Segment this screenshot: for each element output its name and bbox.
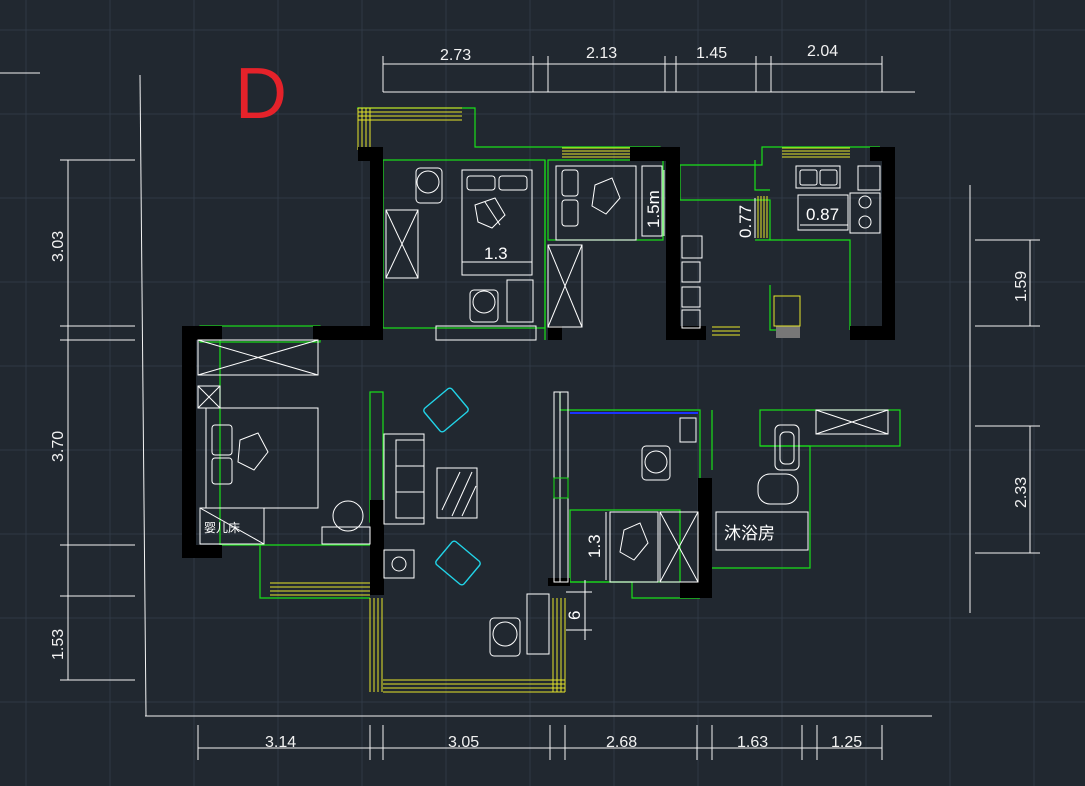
- dim-left-3: 1.53: [50, 629, 67, 660]
- plan-title: D: [235, 54, 287, 134]
- bed-bottom-right: [553, 391, 699, 583]
- dim-bottom-2: 3.05: [448, 734, 479, 751]
- kitchen-fixtures: [681, 165, 881, 329]
- dim-bottom-4: 1.63: [737, 734, 768, 751]
- dim-right-2: 2.33: [1013, 477, 1030, 508]
- counter-b-label: 0.87: [806, 205, 839, 224]
- step-label: 6: [565, 611, 584, 620]
- dimension-lines: [0, 56, 1040, 760]
- dim-bottom-3: 2.68: [606, 734, 637, 751]
- dim-top-3: 1.45: [696, 45, 727, 62]
- interior-dimensions: 1.3 1.5m 0.77 0.87 1.3 6: [463, 170, 848, 640]
- crib-label: 婴儿床: [204, 521, 240, 535]
- dim-top-1: 2.73: [440, 47, 471, 64]
- dim-bottom-5: 1.25: [831, 734, 862, 751]
- living-room: [383, 387, 550, 657]
- dimension-labels: 2.73 2.13 1.45 2.04 3.14 3.05 2.68 1.63 …: [50, 43, 1030, 751]
- dim-top-2: 2.13: [586, 45, 617, 62]
- outline-lines: [199, 107, 901, 599]
- wardrobe-top-left: [385, 209, 419, 279]
- counter-a-label: 0.77: [736, 205, 755, 238]
- windows: [270, 107, 850, 693]
- dim-left-2: 3.70: [50, 431, 67, 462]
- bathroom-label: 沐浴房: [724, 524, 775, 543]
- dim-left-1: 3.03: [50, 231, 67, 262]
- master-bed: 婴儿床: [197, 339, 371, 545]
- bathroom: 沐浴房: [715, 409, 889, 551]
- bed-top-middle: [547, 165, 663, 328]
- walls: [182, 147, 895, 598]
- bed-small-label: 1.3: [585, 534, 604, 558]
- bed-width-label: 1.3: [484, 244, 508, 263]
- dim-right-1: 1.59: [1013, 271, 1030, 302]
- desk-chairs-top-left: [415, 167, 537, 341]
- bed-length-label: 1.5m: [644, 190, 663, 228]
- dim-bottom-1: 3.14: [265, 734, 296, 751]
- dim-top-4: 2.04: [807, 43, 838, 60]
